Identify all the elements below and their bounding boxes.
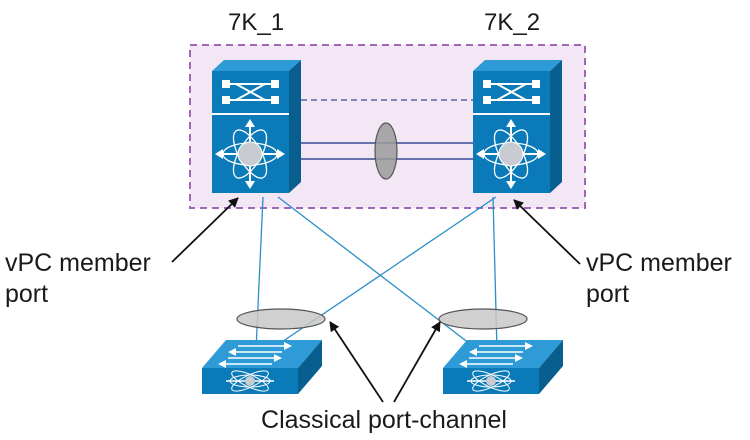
port-channel-ellipse-left bbox=[236, 308, 326, 330]
classical-port-channel-label: Classical port-channel bbox=[261, 406, 507, 434]
switch-label-7k1: 7K_1 bbox=[228, 9, 284, 36]
layer2-access-switch-icon[interactable] bbox=[443, 340, 563, 395]
vpc-member-port-right-line2: port bbox=[586, 280, 629, 308]
vpc-member-port-right-line1: vPC member bbox=[586, 249, 732, 277]
vpc-member-port-left-line1: vPC member bbox=[5, 249, 151, 277]
nexus-7000-switch-icon[interactable] bbox=[473, 60, 562, 193]
nexus-7000-switch-icon[interactable] bbox=[212, 60, 301, 193]
peer-link-bundle-ellipse bbox=[374, 122, 398, 180]
arrow-right-member-port bbox=[513, 199, 581, 265]
vpc-member-port-left-line2: port bbox=[5, 280, 48, 308]
switch-label-7k2: 7K_2 bbox=[484, 9, 540, 36]
layer2-access-switch-icon[interactable] bbox=[202, 340, 322, 395]
arrow-port-channel-left bbox=[329, 321, 384, 403]
callout-arrows bbox=[171, 197, 581, 403]
arrow-left-member-port bbox=[171, 197, 239, 263]
port-channel-ellipse-right bbox=[438, 308, 528, 330]
arrow-port-channel-right bbox=[393, 321, 441, 403]
